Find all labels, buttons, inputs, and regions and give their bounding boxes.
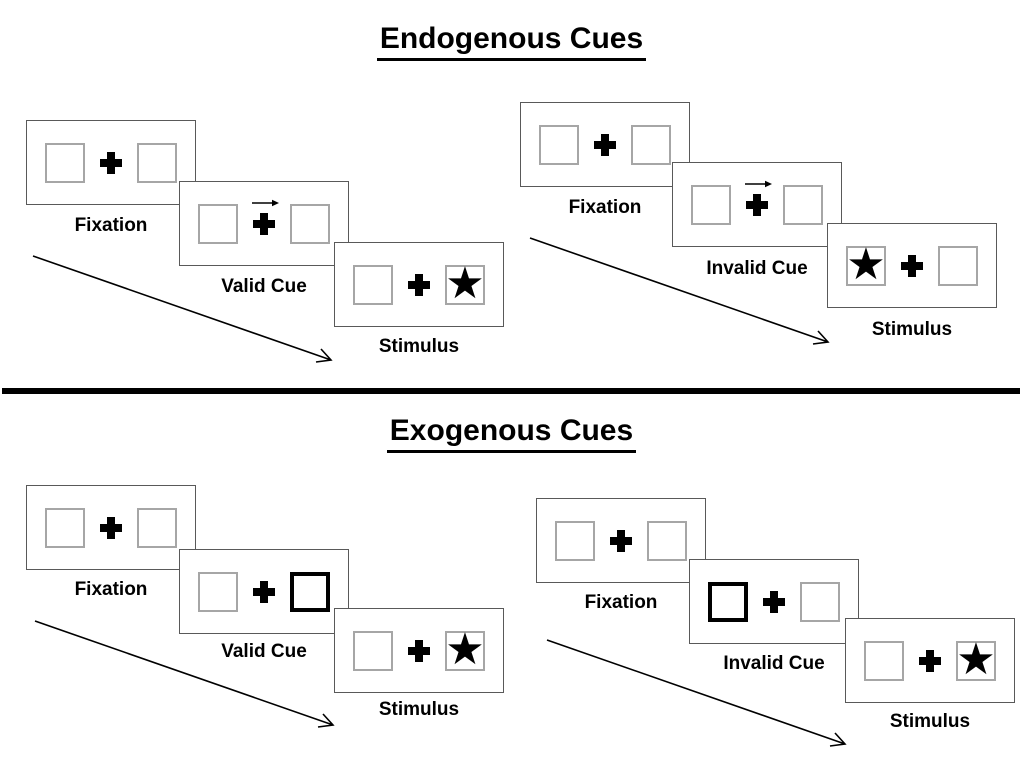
right-box bbox=[137, 142, 177, 183]
panel-label-invalid-cue: Invalid Cue bbox=[723, 653, 825, 674]
exo-invalid-cue-panel bbox=[689, 559, 859, 644]
target-star-icon: ★ bbox=[445, 257, 485, 309]
section-divider bbox=[2, 388, 1020, 394]
right-box: ★ bbox=[956, 633, 996, 685]
fixation-cross-icon bbox=[100, 151, 122, 174]
left-box bbox=[691, 184, 731, 225]
panel-label-invalid-cue: Invalid Cue bbox=[706, 258, 808, 279]
right-box bbox=[783, 184, 823, 225]
fixation-cross-icon bbox=[763, 590, 785, 613]
right-box bbox=[631, 124, 671, 165]
endo-valid-fixation-panel bbox=[26, 120, 196, 205]
endo-valid-cue-panel bbox=[179, 181, 349, 266]
left-box bbox=[864, 640, 904, 681]
time-sequence-arrow-icon bbox=[529, 237, 830, 345]
section-title-endogenous: Endogenous Cues bbox=[0, 22, 1023, 61]
fixation-cross-icon bbox=[594, 133, 616, 156]
time-sequence-arrow-icon bbox=[546, 639, 847, 747]
fixation-cross-icon bbox=[253, 580, 275, 603]
section-title-text: Endogenous Cues bbox=[376, 22, 647, 61]
exo-valid-cue-panel bbox=[179, 549, 349, 634]
endo-invalid-fixation-panel bbox=[520, 102, 690, 187]
exo-valid-fixation-panel bbox=[26, 485, 196, 570]
fixation-cross-icon bbox=[252, 199, 279, 235]
right-box bbox=[290, 203, 330, 244]
panel-label-fixation: Fixation bbox=[568, 197, 642, 218]
left-box bbox=[353, 630, 393, 671]
left-box: ★ bbox=[846, 238, 886, 290]
right-box bbox=[137, 507, 177, 548]
endo-invalid-cue-panel bbox=[672, 162, 842, 247]
cue-direction-arrow-icon bbox=[745, 180, 772, 187]
left-box bbox=[198, 571, 238, 612]
right-box bbox=[938, 245, 978, 286]
panel-label-fixation: Fixation bbox=[74, 579, 148, 600]
panel-label-fixation: Fixation bbox=[74, 215, 148, 236]
right-box bbox=[800, 581, 840, 622]
target-star-icon: ★ bbox=[445, 623, 485, 675]
fixation-cross-icon bbox=[919, 649, 941, 672]
fixation-cross-icon bbox=[408, 273, 430, 296]
left-box bbox=[45, 142, 85, 183]
fixation-cross-icon bbox=[901, 254, 923, 277]
exo-invalid-fixation-panel bbox=[536, 498, 706, 583]
endo-invalid-stimulus-panel: ★ bbox=[827, 223, 997, 308]
target-star-icon: ★ bbox=[846, 238, 886, 290]
panel-label-stimulus: Stimulus bbox=[871, 319, 953, 340]
section-title-exogenous: Exogenous Cues bbox=[0, 414, 1023, 453]
panel-label-fixation: Fixation bbox=[584, 592, 658, 613]
right-box: ★ bbox=[445, 257, 485, 309]
left-box bbox=[555, 520, 595, 561]
fixation-cross-icon bbox=[100, 516, 122, 539]
left-box bbox=[198, 203, 238, 244]
panel-label-stimulus: Stimulus bbox=[378, 336, 460, 357]
left-box-highlighted bbox=[708, 581, 748, 622]
fixation-cross-icon bbox=[408, 639, 430, 662]
exo-valid-stimulus-panel: ★ bbox=[334, 608, 504, 693]
target-star-icon: ★ bbox=[956, 633, 996, 685]
right-box bbox=[647, 520, 687, 561]
panel-label-stimulus: Stimulus bbox=[889, 711, 971, 732]
time-sequence-arrow-icon bbox=[32, 255, 333, 363]
time-sequence-arrow-icon bbox=[34, 620, 335, 728]
panel-label-valid-cue: Valid Cue bbox=[221, 276, 307, 297]
cue-direction-arrow-icon bbox=[252, 199, 279, 206]
right-box: ★ bbox=[445, 623, 485, 675]
right-box-highlighted bbox=[290, 571, 330, 612]
section-title-text: Exogenous Cues bbox=[386, 414, 637, 453]
panel-label-valid-cue: Valid Cue bbox=[221, 641, 307, 662]
left-box bbox=[45, 507, 85, 548]
fixation-cross-icon bbox=[745, 180, 772, 216]
left-box bbox=[353, 264, 393, 305]
exo-invalid-stimulus-panel: ★ bbox=[845, 618, 1015, 703]
panel-label-stimulus: Stimulus bbox=[378, 699, 460, 720]
left-box bbox=[539, 124, 579, 165]
endo-valid-stimulus-panel: ★ bbox=[334, 242, 504, 327]
fixation-cross-icon bbox=[610, 529, 632, 552]
